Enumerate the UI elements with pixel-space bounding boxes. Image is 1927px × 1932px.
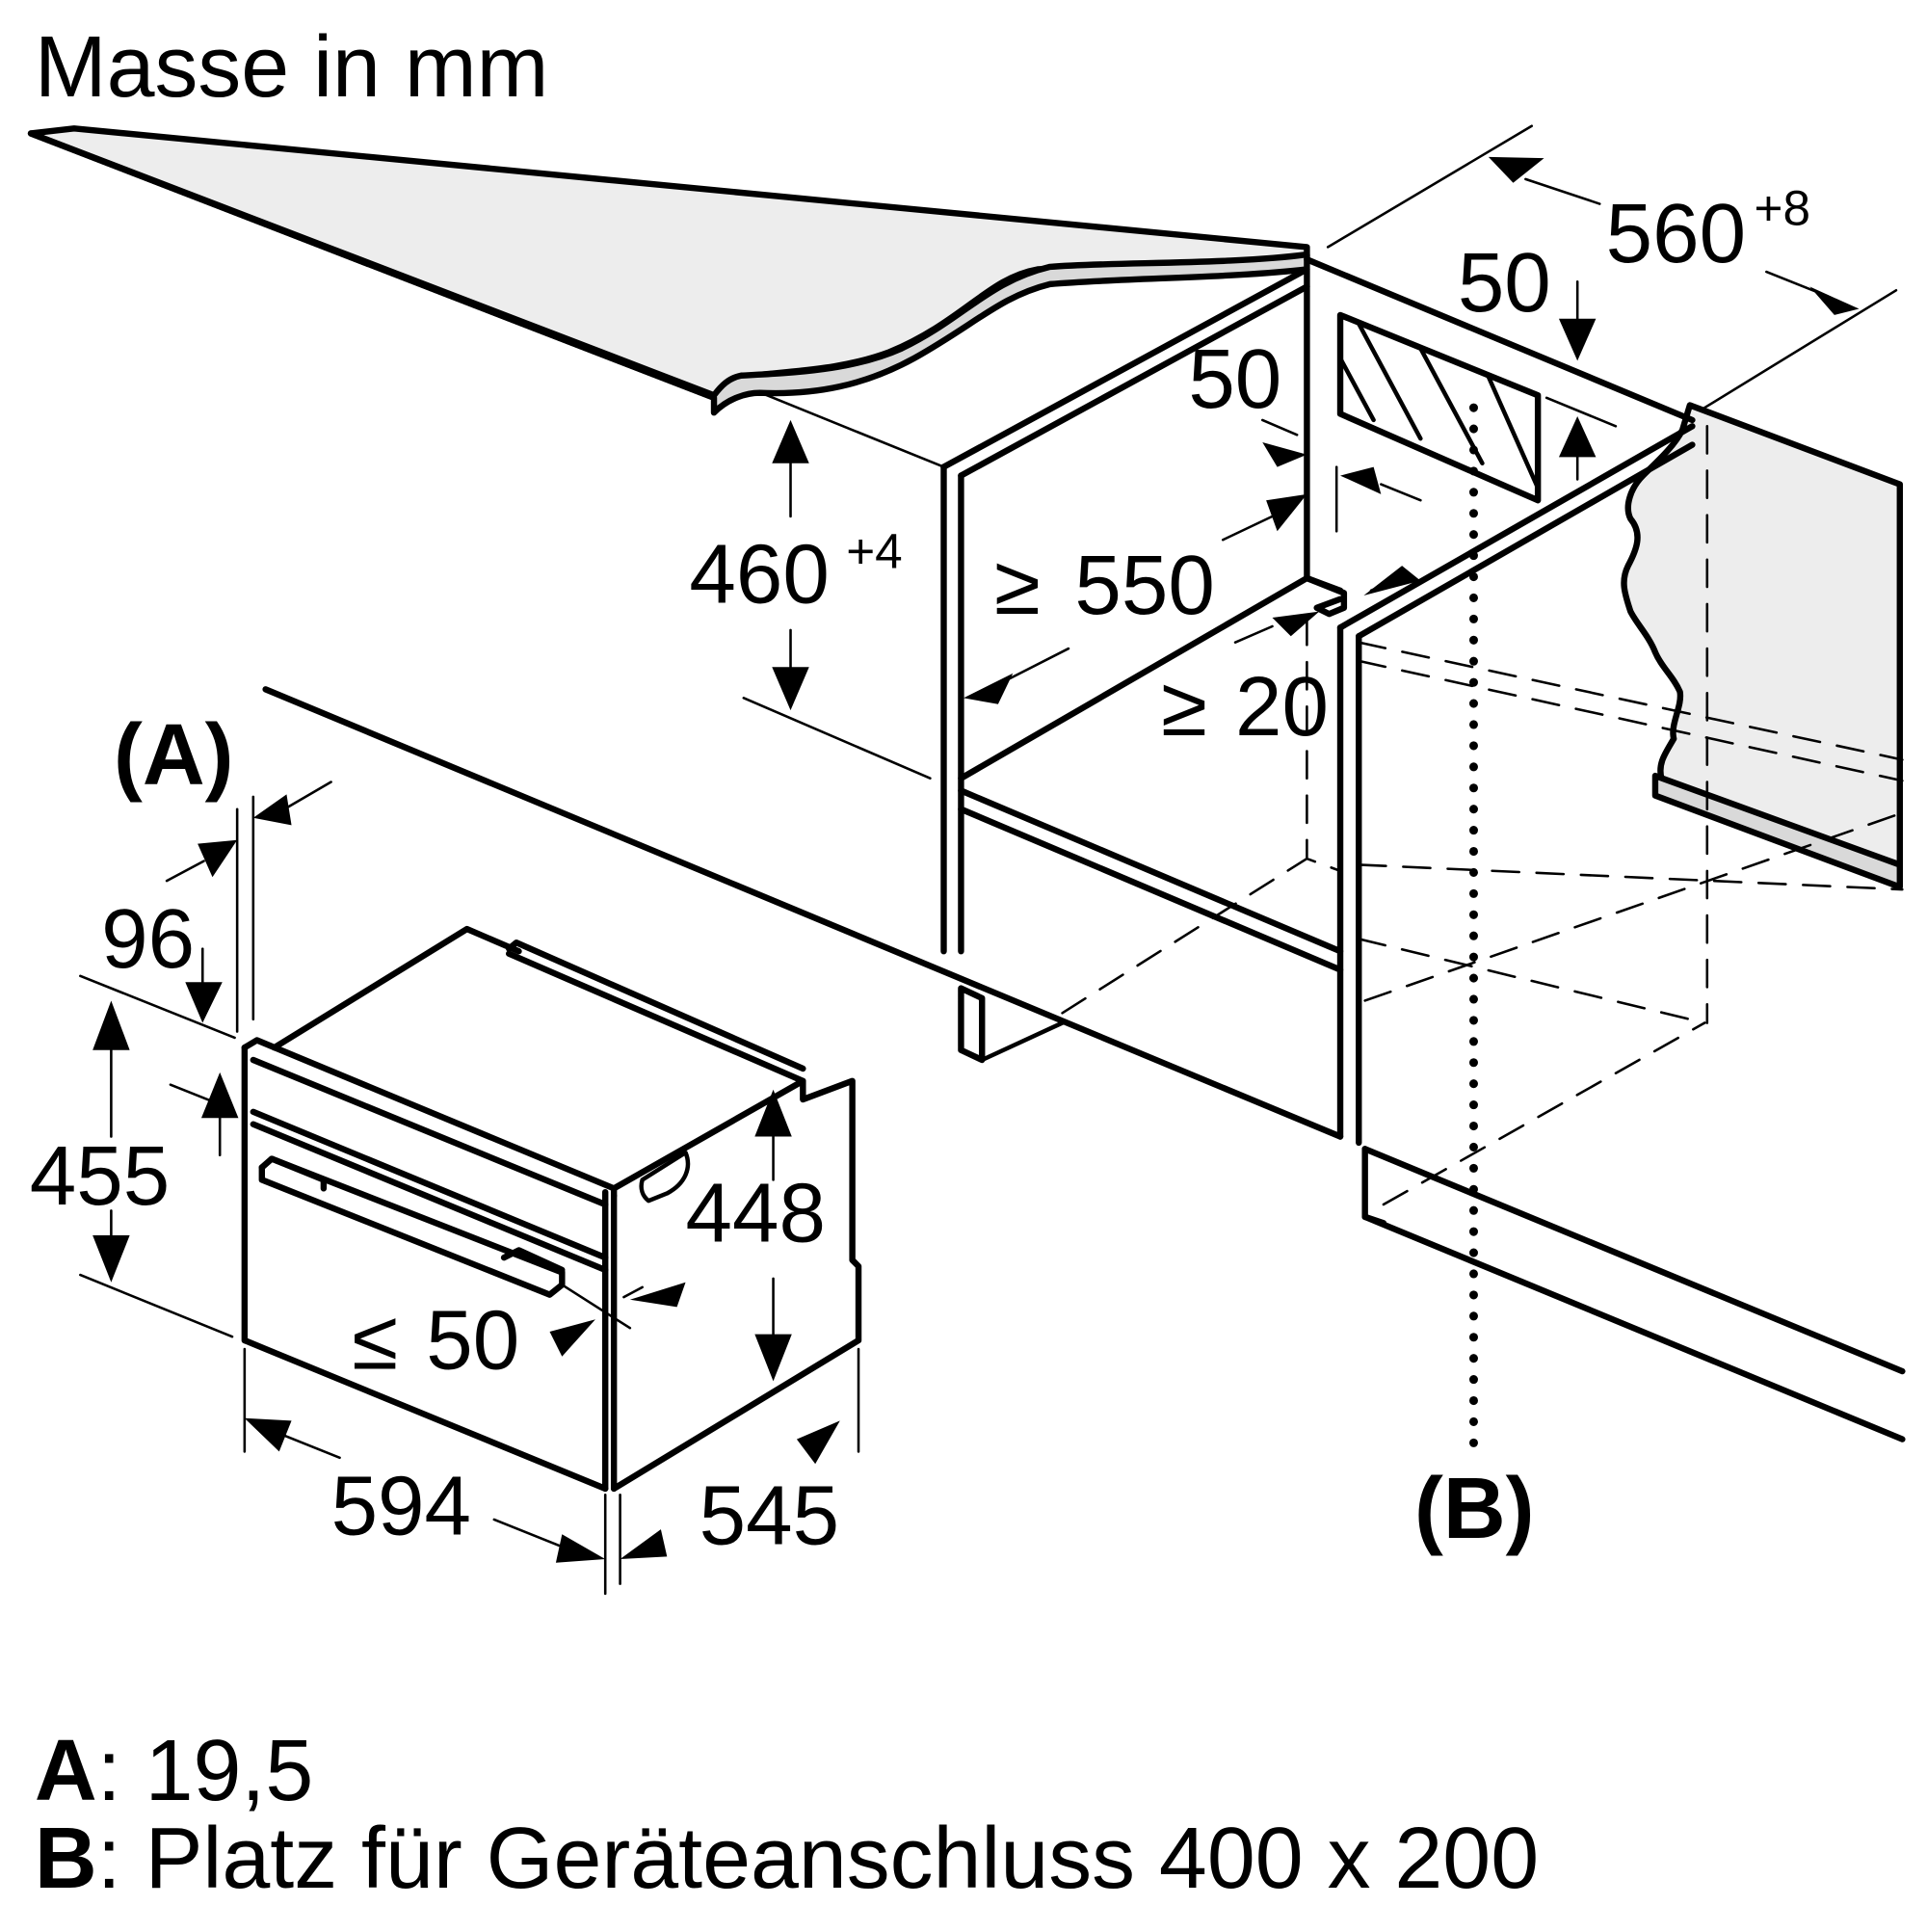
legend-separator-a: : (97, 1723, 121, 1819)
dim-niche-height: 460 +4 (689, 391, 945, 780)
dim-door-projection-prefix: ≤ (352, 1294, 398, 1388)
legend-separator-b: : (97, 1811, 121, 1907)
dim-niche-height-value: 460 (689, 528, 829, 622)
vent-opening-hatched (1336, 311, 1542, 504)
worktop-left (27, 125, 1310, 416)
dim-depth-value: 545 (700, 1469, 839, 1563)
appliance-oven (241, 925, 862, 1493)
worktop-right (1621, 402, 1904, 890)
dim-body-height: 448 (686, 1089, 826, 1382)
cabinet-niche (262, 256, 1906, 1447)
dim-niche-depth-value: 550 (1074, 539, 1214, 632)
legend-text-b: Platz für Geräteanschluss 400 x 200 (121, 1811, 1539, 1907)
legend-item-b: B: Platz für Geräteanschluss 400 x 200 (35, 1811, 1539, 1907)
dim-top-vent-gap: 50 (1458, 236, 1618, 481)
legend-text-a: 19,5 (121, 1723, 314, 1819)
dim-niche-width: 560 +8 (1326, 124, 1898, 410)
dim-panel-96-value: 96 (101, 892, 195, 986)
dim-niche-height-tolerance: +4 (846, 524, 902, 579)
dim-total-height-value: 455 (30, 1129, 170, 1223)
dim-total-height: 455 (30, 974, 239, 1338)
dim-rear-vent-gap: 50 (1188, 332, 1422, 533)
dim-front-clearance-value: 20 (1235, 660, 1329, 754)
dim-depth: 545 (619, 1347, 860, 1585)
legend-item-a: A: 19,5 (35, 1723, 313, 1819)
dim-top-vent-gap-value: 50 (1458, 236, 1551, 330)
diagram-title: Masse in mm (35, 19, 548, 116)
dim-panel-96: 96 (101, 781, 332, 1033)
dim-niche-width-tolerance: +8 (1755, 180, 1810, 235)
dim-niche-width-value: 560 (1606, 187, 1746, 280)
legend-key-b: B (35, 1811, 97, 1907)
marker-a: (A) (114, 707, 234, 804)
dim-rear-vent-gap-value: 50 (1188, 332, 1281, 426)
marker-b: (B) (1414, 1461, 1535, 1557)
dim-body-height-value: 448 (686, 1166, 826, 1259)
legend-key-a: A (35, 1723, 97, 1819)
dim-niche-depth: ≥ 550 (964, 493, 1307, 704)
dim-door-projection-value: 50 (426, 1294, 519, 1388)
legend: A: 19,5 B: Platz für Geräteanschluss 400… (35, 1723, 1539, 1907)
dim-niche-depth-prefix: ≥ (994, 539, 1041, 632)
dim-width: 594 (243, 1347, 607, 1596)
dim-door-projection: ≤ 50 (352, 1282, 686, 1388)
dim-front-clearance-prefix: ≥ (1161, 660, 1207, 754)
dim-width-value: 594 (331, 1459, 471, 1552)
dim-front-clearance: ≥ 20 (1161, 566, 1421, 754)
